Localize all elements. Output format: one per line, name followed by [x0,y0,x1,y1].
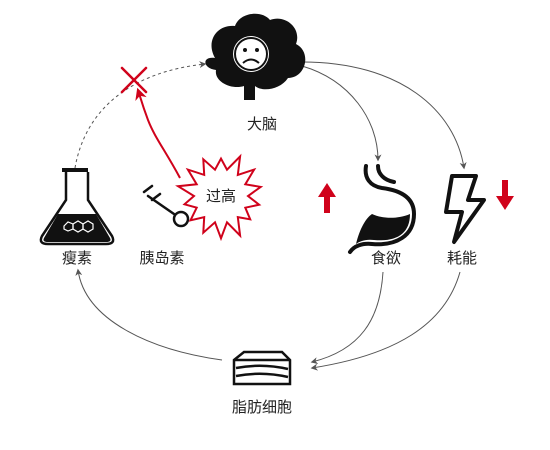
too-high-burst: 过高 [175,153,264,242]
sad-brain-icon [205,13,306,100]
lightning-icon [444,174,486,244]
arrow-fat-to-leptin [75,268,223,361]
stomach-icon [348,164,416,254]
fat-tissue-icon [232,350,292,386]
arrow-leptin-to-brain [74,61,207,169]
energy-down-arrow [496,180,514,210]
key-icon [142,184,190,228]
blocked-signal-arrow [135,87,181,179]
appetite-label: 食欲 [370,249,402,267]
burst-label: 过高 [206,187,236,205]
energy-label: 耗能 [446,249,478,267]
fat-cell-label: 脂肪细胞 [231,398,293,416]
arrow-appetite-to-fat [310,271,384,365]
appetite-up-arrow [318,183,336,213]
brain-label: 大脑 [246,115,278,133]
block-x-icon [120,66,148,94]
arrow-brain-to-energy [301,61,467,170]
leptin-label: 瘦素 [61,249,93,267]
flask-icon [39,168,115,246]
insulin-label: 胰岛素 [139,249,185,267]
arrow-brain-to-appetite [301,65,382,162]
stomach-fill [356,214,410,244]
arrow-energy-to-fat [310,271,461,371]
